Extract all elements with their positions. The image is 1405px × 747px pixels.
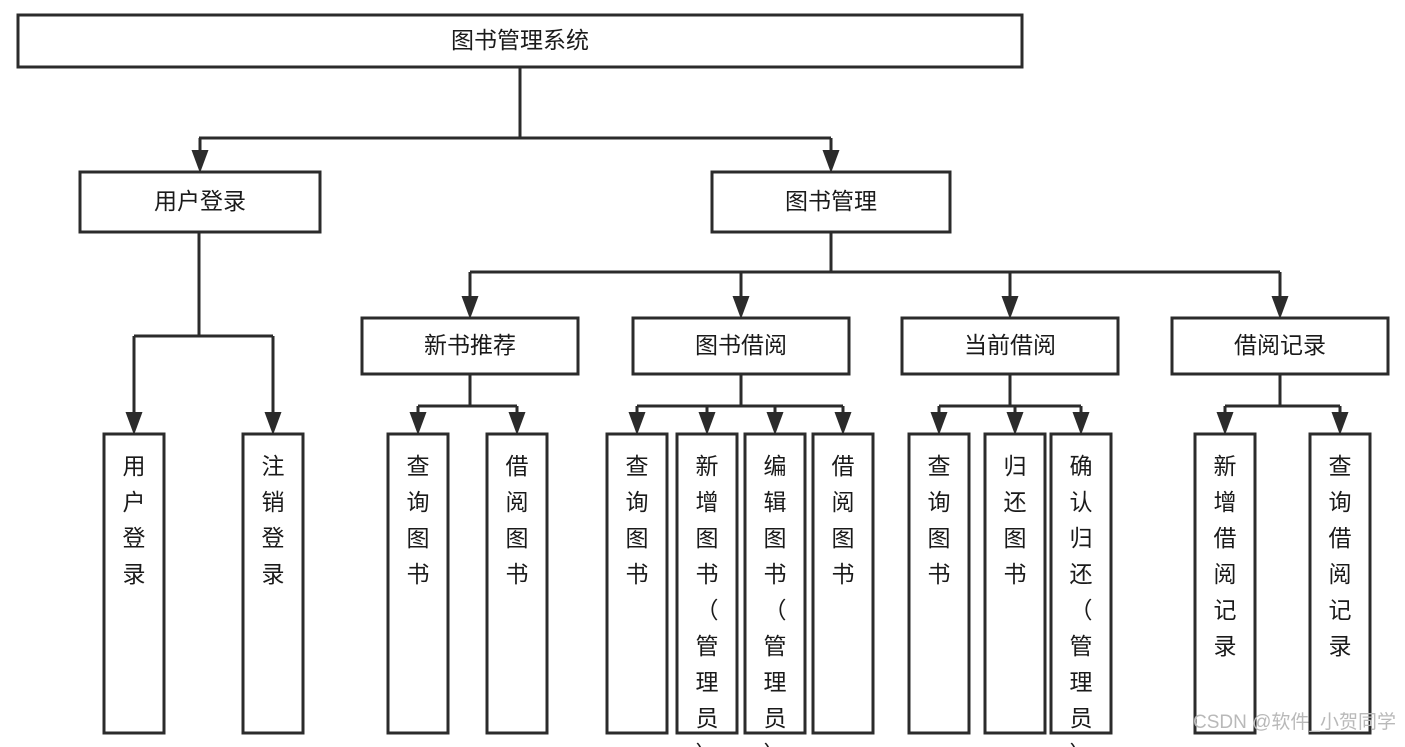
connector-bus-new-book-rec <box>418 374 517 408</box>
edge-borrow-record-to-leaf-query-record <box>1331 406 1349 435</box>
connector-bus-user-login <box>134 232 273 338</box>
edge-book-borrow-to-leaf-borrow-book-2 <box>834 406 852 435</box>
node-label: 当前借阅 <box>964 332 1056 358</box>
node-borrow-record[interactable]: 借阅记录 <box>1170 316 1390 376</box>
node-label: 编辑图书（管理员） <box>764 453 787 747</box>
edge-root-to-user-login <box>191 138 209 173</box>
edge-user-login-to-leaf-user-login <box>125 336 143 435</box>
edge-book-manage-to-new-book-rec <box>461 272 479 319</box>
node-leaf-query-record[interactable]: 查询借阅记录 <box>1308 432 1372 735</box>
edge-user-login-to-leaf-user-logout <box>264 336 282 435</box>
node-label: 查询图书 <box>407 453 430 587</box>
node-leaf-edit-book[interactable]: 编辑图书（管理员） <box>743 432 807 747</box>
node-label: 新增图书（管理员） <box>696 453 719 747</box>
node-label: 注销登录 <box>262 453 285 587</box>
node-leaf-add-book[interactable]: 新增图书（管理员） <box>675 432 739 747</box>
node-leaf-add-record[interactable]: 新增借阅记录 <box>1193 432 1257 735</box>
node-new-book-rec[interactable]: 新书推荐 <box>360 316 580 376</box>
edge-borrow-record-to-leaf-add-record <box>1216 406 1234 435</box>
edge-new-book-rec-to-leaf-query-book-1 <box>409 406 427 435</box>
edge-book-manage-to-book-borrow <box>732 272 750 319</box>
edge-book-borrow-to-leaf-query-book-2 <box>628 406 646 435</box>
edge-current-borrow-to-leaf-query-book-3 <box>930 406 948 435</box>
edge-book-borrow-to-leaf-edit-book <box>766 406 784 435</box>
connectors-layer <box>125 67 1349 435</box>
node-label: 图书管理 <box>785 188 877 214</box>
nodes-layer: 图书管理系统用户登录图书管理新书推荐图书借阅当前借阅借阅记录用户登录注销登录查询… <box>16 13 1390 747</box>
node-book-manage[interactable]: 图书管理 <box>710 170 952 234</box>
node-leaf-borrow-book-2[interactable]: 借阅图书 <box>811 432 875 735</box>
node-label: 新增借阅记录 <box>1214 453 1237 659</box>
node-label: 确认归还（管理员） <box>1070 453 1093 747</box>
node-leaf-borrow-book-1[interactable]: 借阅图书 <box>485 432 549 735</box>
edge-book-manage-to-borrow-record <box>1271 272 1289 319</box>
connector-bus-book-manage <box>470 232 1280 274</box>
node-leaf-query-book-1[interactable]: 查询图书 <box>386 432 450 735</box>
node-label: 用户登录 <box>154 188 246 214</box>
node-user-login[interactable]: 用户登录 <box>78 170 322 234</box>
node-leaf-query-book-3[interactable]: 查询图书 <box>907 432 971 735</box>
node-leaf-confirm-return[interactable]: 确认归还（管理员） <box>1049 432 1113 747</box>
node-label: 查询借阅记录 <box>1329 453 1352 659</box>
edge-book-borrow-to-leaf-add-book <box>698 406 716 435</box>
edge-new-book-rec-to-leaf-borrow-book-1 <box>508 406 526 435</box>
node-label: 借阅记录 <box>1234 332 1326 358</box>
node-current-borrow[interactable]: 当前借阅 <box>900 316 1120 376</box>
node-label: 图书借阅 <box>695 332 787 358</box>
node-label: 图书管理系统 <box>451 27 589 53</box>
node-leaf-user-login[interactable]: 用户登录 <box>102 432 166 735</box>
connector-bus-book-borrow <box>637 374 843 408</box>
edge-current-borrow-to-leaf-confirm-return <box>1072 406 1090 435</box>
connector-bus-current-borrow <box>939 374 1081 408</box>
node-label: 用户登录 <box>123 453 146 587</box>
node-leaf-query-book-2[interactable]: 查询图书 <box>605 432 669 735</box>
connector-bus-borrow-record <box>1225 374 1340 408</box>
node-book-borrow[interactable]: 图书借阅 <box>631 316 851 376</box>
connector-bus-root <box>199 67 831 140</box>
node-root[interactable]: 图书管理系统 <box>16 13 1024 69</box>
node-label: 查询图书 <box>626 453 649 587</box>
node-label: 新书推荐 <box>424 332 516 358</box>
node-leaf-return-book[interactable]: 归还图书 <box>983 432 1047 735</box>
node-leaf-user-logout[interactable]: 注销登录 <box>241 432 305 735</box>
watermark-label: CSDN @软件_小贺同学 <box>1193 711 1396 733</box>
node-label: 查询图书 <box>928 453 951 587</box>
node-label: 借阅图书 <box>506 453 529 587</box>
edge-book-manage-to-current-borrow <box>1001 272 1019 319</box>
node-label: 借阅图书 <box>832 453 855 587</box>
edge-current-borrow-to-leaf-return-book <box>1006 406 1024 435</box>
node-label: 归还图书 <box>1004 453 1027 587</box>
edge-root-to-book-manage <box>822 138 840 173</box>
